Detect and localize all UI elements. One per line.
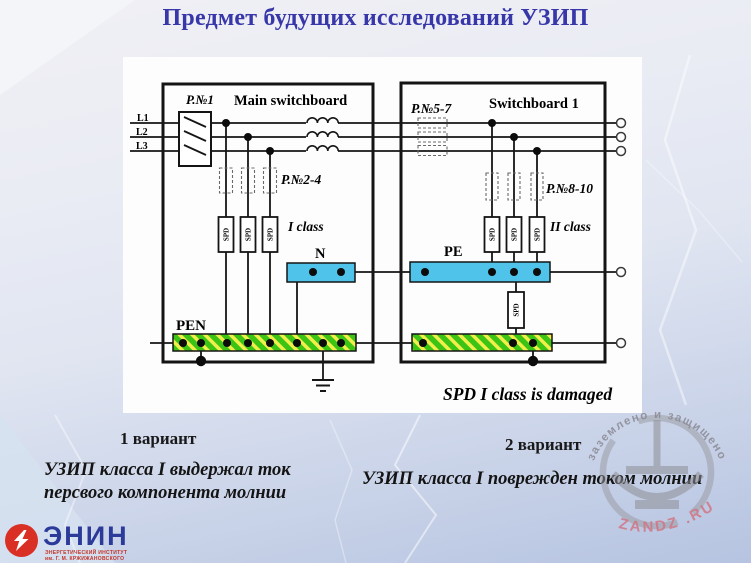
pe-busbar [409,261,551,283]
slide-title: Предмет будущих исследований УЗИП [162,5,589,31]
n-bus-label: N [315,246,326,262]
fuse-icon [262,167,278,194]
damage-caption: SPD I class is damaged [443,384,612,404]
enin-logo-line2: им. Г. М. КРЖИЖАНОВСКОГО [45,555,125,562]
enin-logo-name: ЭНИН [43,521,129,551]
fuse-icon [240,167,256,194]
spd-device [528,216,546,253]
variant1-line1: УЗИП класса I выдержал ток [44,460,291,480]
breaker-label: P.№1 [186,92,214,107]
fuse-group-2-4 [218,167,278,194]
pe-bus-label: PE [444,244,463,260]
spd-device-label: SPD [511,228,519,241]
spd-device [261,216,279,253]
spd-device-label: SPD [267,228,275,241]
pen-busbar-left [172,333,357,352]
spd-device [483,216,501,253]
enin-logo-subtitle: ЭНЕРГЕТИЧЕСКИЙ ИНСТИТУТ им. Г. М. КРЖИЖА… [45,550,128,562]
class2-label: II class [549,219,591,234]
diagram-panel: SPD SPD SPD SPD SPD SPD SPD [123,57,642,413]
zandz-watermark: заземлено и защищено ZANDZ .RU [585,409,727,536]
lightning-streak [329,419,353,563]
fuse-group-8-10 [485,172,544,201]
enin-logo-icon [5,524,38,557]
spd-device [239,216,257,253]
ground-symbol-icon [610,420,704,509]
main-switchboard-title: Main switchboard [234,93,347,109]
lightning-streak [658,54,698,406]
enin-logo-line1: ЭНЕРГЕТИЧЕСКИЙ ИНСТИТУТ [45,550,128,556]
spd-device-label: SPD [534,228,542,241]
spd-device-label: SPD [223,228,231,241]
main-switchboard-box [161,82,375,364]
disconnector-box [178,111,212,167]
fuse-icon [530,172,544,201]
variant1-caption: УЗИП класса I выдержал ток персвого комп… [44,459,291,506]
fuse-group-5-7 [417,117,448,157]
pen-bus-label: PEN [176,318,206,334]
variant1-line2: персвого компонента молнии [44,483,287,504]
junction-dots [179,119,541,367]
spd-device-pe-pen [507,291,525,329]
circuit-diagram: SPD SPD SPD SPD SPD SPD SPD [130,81,627,404]
spd-device-label: SPD [513,303,521,316]
fuse-icon [417,144,448,157]
n-busbar [286,262,356,283]
terminal-circles [615,117,627,349]
spd-class1-group: SPD SPD SPD [217,216,279,253]
fuse-label-8-10: P.№8-10 [546,181,593,196]
spd-class2-group: SPD SPD SPD [483,216,546,253]
variant2-title: 2 вариант [505,435,582,454]
inductor-icon [306,117,339,152]
lightning-streak [645,159,743,263]
switchboard1-box [399,81,607,364]
enin-logo: ЭНИН ЭНЕРГЕТИЧЕСКИЙ ИНСТИТУТ им. Г. М. К… [5,521,255,563]
fuse-icon [417,131,448,143]
ground-icon [312,379,334,392]
variant1-title: 1 вариант [120,429,197,448]
switchboard1-title: Switchboard 1 [489,96,579,112]
fuse-icon [218,167,234,194]
fuse-icon [507,172,521,201]
spd-device [505,216,523,253]
phase-label-l3: L3 [136,141,148,152]
class1-label: I class [287,219,324,234]
phase-label-l1: L1 [137,113,149,124]
fuse-icon [417,117,448,129]
switch-blades-icon [183,116,207,156]
pen-busbar-right [411,333,553,352]
wires [130,122,616,380]
spd-device [217,216,235,253]
spd-device-label: SPD [245,228,253,241]
fuse-icon [485,172,499,201]
fuse-label-2-4: P.№2-4 [281,172,321,187]
fuse-label-5-7: P.№5-7 [411,101,452,116]
lightning-bolt-icon [14,530,29,551]
spd-device-label: SPD [489,228,497,241]
phase-label-l2: L2 [136,127,148,138]
